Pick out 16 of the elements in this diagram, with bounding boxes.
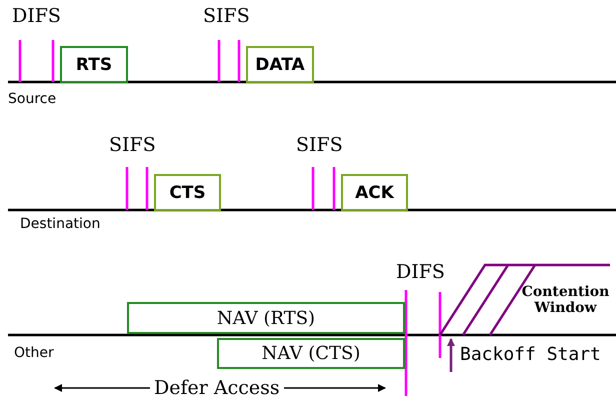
interval-label: DIFS (396, 261, 445, 283)
region-label: Contention Window (520, 284, 610, 316)
frame-box: DATA (246, 46, 314, 83)
frame-box: CTS (154, 174, 221, 211)
frame-box: ACK (341, 174, 408, 211)
interval-label: DIFS (12, 5, 61, 27)
nav-box: NAV (CTS) (217, 338, 405, 369)
interval-label: SIFS (203, 5, 250, 27)
interval-label: SIFS (109, 134, 156, 156)
station-label: Destination (20, 216, 100, 232)
station-label: Other (14, 345, 54, 361)
frame-box: RTS (60, 46, 128, 83)
station-label: Source (8, 91, 56, 107)
interval-label: SIFS (296, 134, 343, 156)
nav-box: NAV (RTS) (127, 302, 405, 334)
annotation-label: Backoff Start (460, 344, 601, 365)
